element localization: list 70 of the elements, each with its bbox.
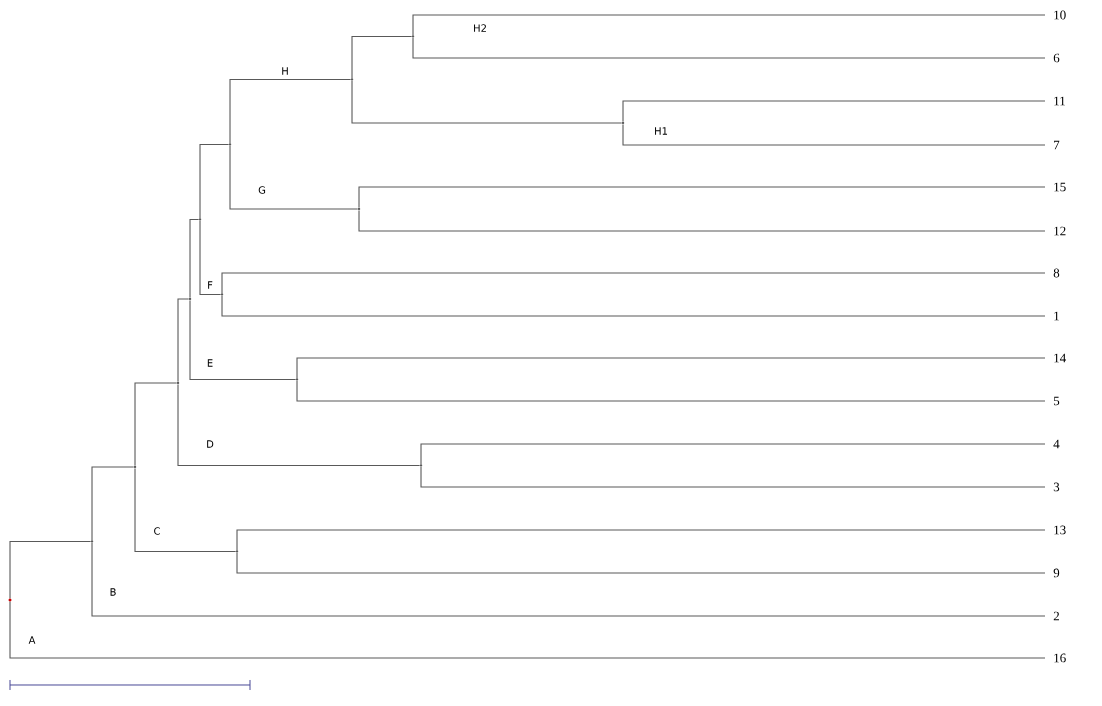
tree-branch [134, 467, 237, 553]
branch-point [90, 540, 94, 543]
branch-point [419, 464, 423, 467]
branch-point [198, 218, 202, 221]
tree-branch [189, 218, 200, 299]
tree-branch [9, 540, 92, 599]
tree-branch [358, 186, 1046, 209]
tree-branch [199, 220, 222, 296]
edge-label: B [108, 587, 118, 597]
tree-branch [236, 529, 1046, 551]
tree-branch [229, 145, 359, 210]
leaf-label: 14 [1054, 353, 1066, 363]
branch-point [295, 378, 299, 381]
leaf-label: 3 [1053, 482, 1060, 492]
leaf-label: 9 [1053, 568, 1060, 578]
tree-branch [622, 123, 1046, 146]
tree-branch [622, 100, 1046, 123]
tree-branch [236, 552, 1046, 574]
tree-branch [177, 383, 421, 467]
branch-point [350, 78, 354, 81]
tree-branch [221, 272, 1046, 294]
leaf-label: 1 [1054, 311, 1059, 321]
leaf-label: 6 [1053, 53, 1060, 63]
leaf-label: 5 [1053, 396, 1060, 406]
branch-point [133, 465, 137, 469]
edge-label: F [206, 280, 214, 290]
leaf-label: 7 [1054, 140, 1060, 150]
tree-branch [221, 295, 1046, 317]
tree-branch [351, 35, 413, 79]
branch-point [220, 293, 224, 296]
edge-label: H1 [653, 126, 669, 136]
tree-branch [189, 299, 297, 381]
leaf-label: 16 [1054, 653, 1066, 663]
tree-branch [351, 80, 623, 124]
tree-branch [420, 443, 1046, 465]
tree-branch [412, 14, 1046, 36]
tree-branch [9, 601, 1046, 659]
tree-branch [296, 357, 1046, 379]
leaf-label: 4 [1053, 439, 1060, 449]
branch-point [188, 297, 192, 301]
branch-point [228, 143, 232, 146]
tree-branch [177, 298, 190, 383]
branch-point [235, 550, 239, 553]
leaf-label: 13 [1054, 525, 1066, 535]
edge-label: H2 [472, 23, 488, 33]
branch-point [176, 381, 180, 385]
tree-branch [199, 143, 230, 219]
leaf-label: 15 [1054, 182, 1066, 192]
edge-label: E [205, 358, 215, 368]
edge-label: G [257, 185, 267, 195]
tree-branch [358, 209, 1046, 232]
edge-label: A [27, 635, 37, 645]
branch-point [411, 35, 415, 38]
leaf-label: 10 [1054, 10, 1066, 20]
tree-branch [296, 380, 1046, 402]
tree-branch [420, 466, 1046, 488]
leaf-label: 12 [1054, 226, 1066, 236]
branch-point [621, 121, 625, 125]
leaf-label: 2 [1053, 611, 1059, 621]
branch-point [357, 207, 361, 211]
leaf-label: 8 [1053, 268, 1060, 278]
tree-branch [229, 78, 352, 144]
edge-label: D [205, 439, 215, 449]
tree-branch [412, 37, 1046, 59]
leaf-label: 11 [1054, 96, 1065, 106]
edge-label: C [152, 526, 162, 536]
tree-branch [134, 382, 178, 467]
edge-label: H [280, 66, 290, 76]
tree-branch [91, 466, 135, 541]
tree-branch [91, 542, 1046, 617]
